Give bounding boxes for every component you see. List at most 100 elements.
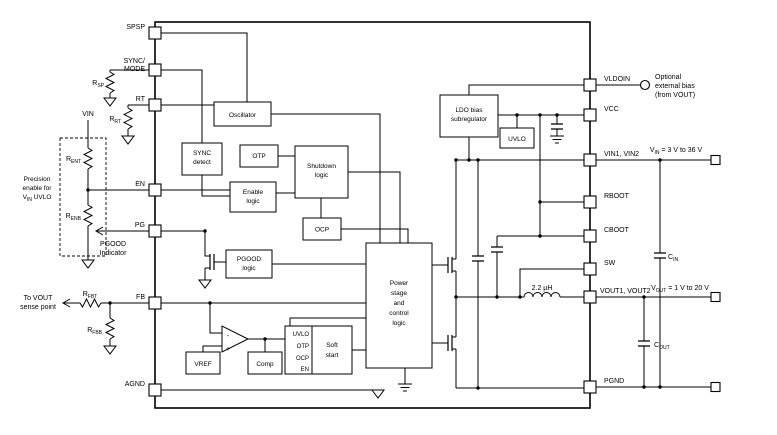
pin-rboot: [583, 195, 597, 209]
pin-label-cboot: CBOOT: [604, 227, 630, 234]
label-vin-node: VIN: [82, 111, 94, 118]
block-uvlo: [499, 127, 535, 149]
label-power-2: stage: [391, 290, 407, 297]
block-otp: [239, 144, 279, 168]
label-enable-1: Enable: [243, 189, 264, 196]
pin-pg: [148, 224, 162, 238]
ground-arrow-rrt-icon: [121, 135, 135, 145]
pin-label-vout: VOUT1, VOUT2: [600, 288, 651, 295]
label-vref: VREF: [194, 361, 211, 368]
label-shutdown-1: Shutdown: [307, 163, 336, 170]
terminal-pgnd: [710, 381, 721, 393]
label-comp: Comp: [256, 361, 274, 368]
pin-spsp: [148, 26, 162, 40]
block-soft-start: [284, 325, 353, 375]
block-ldo-bias: [439, 94, 499, 138]
pin-rt: [148, 98, 162, 112]
label-pgood-1: PGOOD: [237, 256, 262, 263]
cap-boot-icon: [491, 246, 503, 253]
label-power-1: Power: [390, 280, 409, 287]
label-softstart-1: Soft: [326, 342, 338, 349]
label-softstart-in-en: EN: [301, 367, 309, 373]
label-uvlo: UVLO: [508, 136, 526, 143]
label-vout-range: VOUT = 1 V to 20 V: [651, 285, 709, 294]
pin-cboot: [583, 229, 597, 243]
label-vout-sense-1: To VOUT: [24, 295, 54, 302]
pin-vout: [583, 290, 597, 304]
cap-cin-icon: [654, 252, 666, 259]
label-vin-range: VIN = 3 V to 36 V: [650, 147, 703, 156]
pin-sync-mode: [148, 63, 162, 77]
ground-arrow-rsp-icon: [103, 97, 117, 107]
pin-label-fb: FB: [136, 294, 145, 301]
pg-mosfet-icon: [209, 254, 215, 270]
pin-vcc: [583, 108, 597, 122]
resistor-rrt-icon: [122, 107, 134, 130]
label-rent: RENT: [66, 156, 81, 165]
cap-vcc-icon: [551, 123, 563, 130]
label-power-5: logic: [392, 320, 406, 327]
vout-sense-arrow-icon: [61, 298, 71, 308]
pgood-indicator-arrow-icon: [94, 226, 104, 236]
amp-minus-sign: -: [227, 333, 230, 340]
label-rfbb: RFBB: [87, 327, 102, 336]
label-renb: RENB: [66, 213, 82, 222]
pin-label-rboot: RBOOT: [604, 193, 630, 200]
ground-arrow-pgfet-icon: [198, 279, 212, 289]
ground-arrow-rfbb-icon: [103, 345, 117, 355]
cap-cout-icon: [638, 340, 650, 347]
label-vout-sense-2: sense point: [20, 304, 56, 311]
block-enable-logic: [229, 181, 277, 213]
label-sync-detect-1: SYNC: [193, 150, 211, 157]
label-rrt: RRT: [109, 116, 121, 125]
label-otp: OTP: [252, 153, 265, 160]
block-comp: [247, 351, 283, 375]
label-bias-2: external bias: [655, 83, 695, 90]
lowside-mosfet-icon: [447, 335, 453, 351]
ground-lines-vcc-icon: [550, 135, 564, 144]
block-vref: [185, 351, 221, 375]
label-pgood-indicator-2: Indicator: [100, 250, 128, 257]
pin-en: [148, 183, 162, 197]
pin-label-sync-line2: MODE: [124, 66, 145, 73]
label-oscillator: Oscillator: [229, 112, 257, 119]
ground-arrow-renb-icon: [81, 259, 95, 269]
wiring: [64, 32, 711, 391]
label-inductor: 2.2 µH: [532, 285, 553, 292]
ground-lines-powerstage-icon: [398, 383, 412, 392]
pin-label-sw: SW: [604, 260, 616, 267]
label-cin: CIN: [668, 254, 678, 263]
inductor-icon: [523, 292, 561, 298]
pin-label-vldoin: VLDOIN: [604, 76, 630, 83]
label-sync-detect-2: detect: [193, 159, 211, 166]
resistor-renb-icon: [82, 204, 94, 227]
label-power-3: and: [394, 300, 405, 307]
label-cout: COUT: [654, 342, 670, 351]
chip-outline: [154, 21, 591, 409]
block-pgood-logic: [225, 249, 273, 279]
pin-pgnd: [583, 380, 597, 394]
label-softstart-in-ocp: OCP: [296, 356, 309, 362]
pin-agnd: [148, 383, 162, 397]
cap-internal-bypass-icon: [472, 255, 484, 262]
label-softstart-2: start: [326, 352, 339, 359]
label-rsp: RSP: [92, 80, 104, 89]
block-oscillator: [213, 101, 272, 127]
label-pgood-indicator-1: PGOOD: [100, 241, 126, 248]
pin-label-vcc: VCC: [604, 106, 619, 113]
pin-vldoin: [583, 78, 597, 92]
label-ldo-2: subregulator: [451, 116, 488, 123]
pin-label-rt: RT: [136, 96, 146, 103]
pin-label-pg: PG: [135, 222, 145, 229]
error-amplifier-icon: [221, 325, 250, 353]
pin-label-pgnd: PGND: [604, 378, 624, 385]
resistor-rfbt-icon: [79, 297, 102, 309]
resistor-rent-icon: [82, 147, 94, 170]
pin-sw: [583, 262, 597, 276]
terminal-vout: [710, 291, 721, 303]
resistor-rfbb-icon: [104, 317, 116, 340]
highside-mosfet-icon: [447, 257, 453, 273]
label-bias-1: Optional: [655, 74, 682, 81]
